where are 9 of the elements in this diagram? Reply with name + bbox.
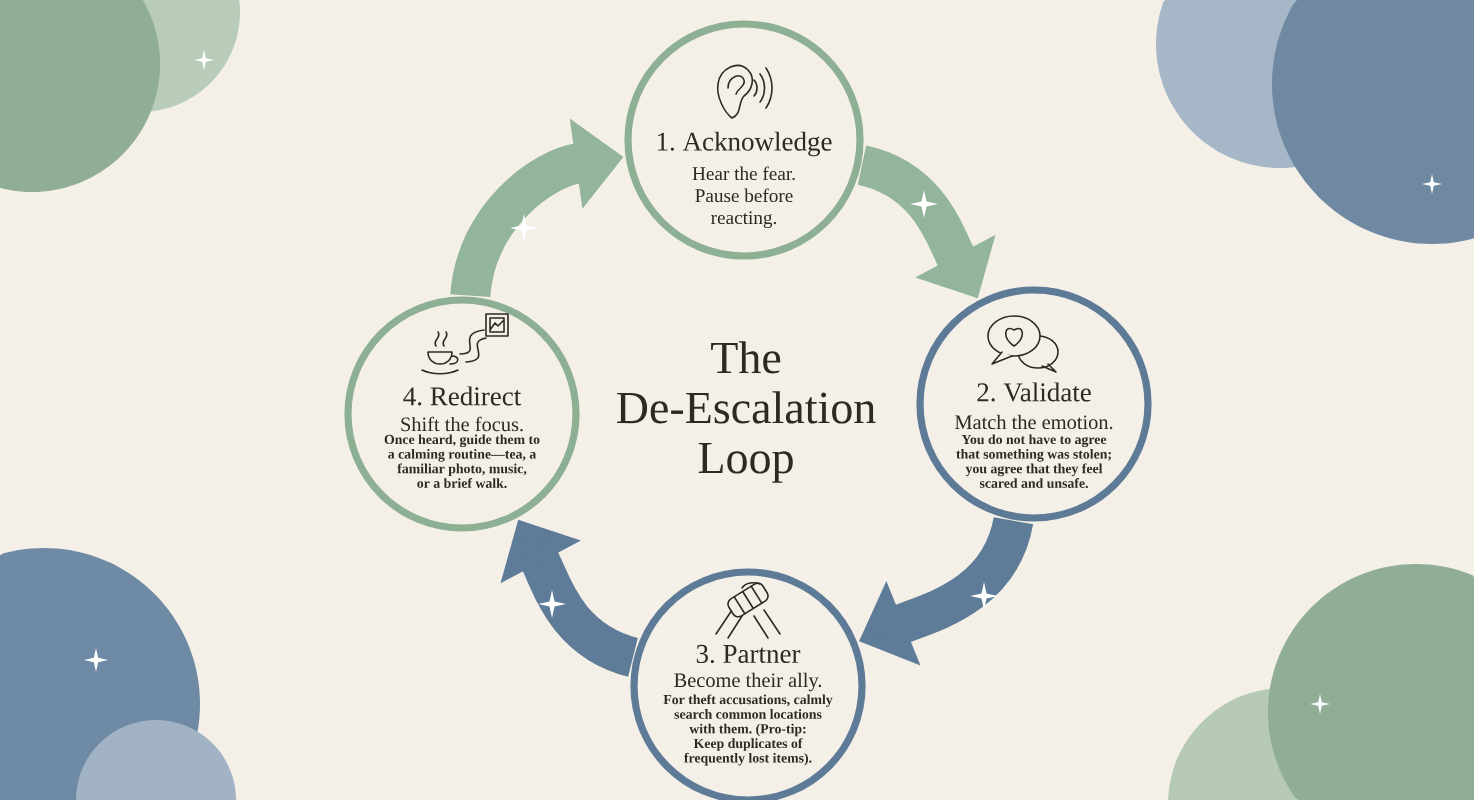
step-heading: 1. Acknowledge [657,131,832,157]
step-heading: 2. Validate [977,382,1091,402]
step-subheading: Become their ally. [674,672,822,692]
step-description: Hear the fear. Pause before reacting. [692,166,795,229]
step-heading: 4. Redirect [403,386,522,406]
step-subheading: Match the emotion. [955,414,1113,430]
title: The De-Escalation Loop [617,341,876,483]
step-subheading: Shift the focus. [401,416,523,432]
step-heading: 3. Partner [696,644,801,664]
